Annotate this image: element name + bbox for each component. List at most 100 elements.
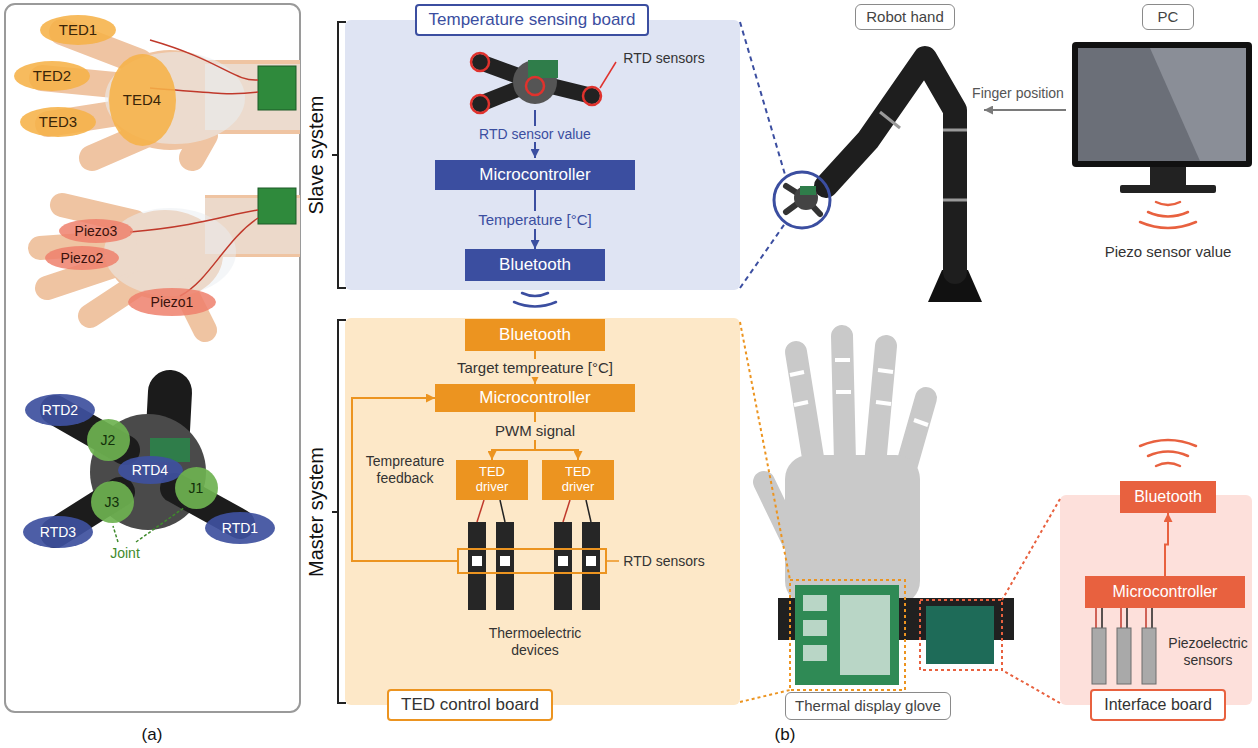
label-box: Robot hand xyxy=(855,4,955,30)
gripper-rtd-photo xyxy=(471,53,601,113)
thermal-display-glove xyxy=(794,402,808,405)
glove-photo-ted xyxy=(205,64,300,130)
thermal-display-glove xyxy=(790,360,928,425)
thermoelectric-devices xyxy=(458,549,606,573)
arrow-connector xyxy=(1165,513,1168,576)
zoom-line xyxy=(1002,499,1060,600)
thermoelectric-devices xyxy=(558,556,568,566)
marker-text: TED2 xyxy=(33,67,71,85)
box-text: Microcontroller xyxy=(1113,582,1218,601)
thermal-display-glove xyxy=(875,346,886,465)
panel-fill xyxy=(345,318,740,705)
signal-label: RTD sensor value xyxy=(475,126,595,143)
box-text: Bluetooth xyxy=(1134,487,1202,506)
box-text: TED driver xyxy=(552,465,604,495)
gripper-rtd-photo xyxy=(583,87,601,105)
edge-label: Temperature [°C] xyxy=(474,211,596,229)
rtd-marker: RTD2 xyxy=(25,394,95,426)
panel-letter: (a) xyxy=(142,725,163,745)
gripper-rtd-photo xyxy=(526,77,544,95)
thermal-display-glove xyxy=(764,336,1014,690)
wireless-signal xyxy=(514,302,556,307)
part-label: Piezoelectric sensors xyxy=(1163,635,1253,669)
robot-arm-photo xyxy=(800,186,816,195)
marker-text: RTD4 xyxy=(132,462,168,479)
panel-heading: TED control board xyxy=(387,689,553,721)
edge-label: Target tempreature [°C] xyxy=(453,359,617,377)
thermal-display-glove xyxy=(803,645,827,661)
box-text: Bluetooth xyxy=(499,255,571,275)
edge-label: PWM signal xyxy=(491,422,579,440)
thermal-display-glove xyxy=(790,372,804,375)
piezoelectric-sensors xyxy=(1092,628,1106,684)
glove-photo-ted xyxy=(42,32,300,158)
thermoelectric-devices xyxy=(477,500,484,522)
piezoelectric-sensors xyxy=(1092,608,1156,684)
glove-photo-ted xyxy=(258,66,296,110)
bracket xyxy=(332,22,346,288)
marker-text: Piezo3 xyxy=(75,223,118,240)
monitor-icon xyxy=(1072,42,1252,167)
bluetooth-box: Bluetooth xyxy=(465,319,605,351)
wireless-signal xyxy=(514,293,556,307)
thermoelectric-devices xyxy=(477,500,591,522)
thermoelectric-devices xyxy=(496,522,514,610)
robot-arm-photo xyxy=(774,58,982,302)
thermal-display-glove xyxy=(840,595,890,675)
robot-arm-photo xyxy=(880,112,900,128)
thermal-display-glove xyxy=(803,595,827,611)
zoom-line xyxy=(740,322,1060,703)
monitor-icon xyxy=(1150,48,1246,161)
board-panel: Interface boardBluetoothMicrocontroller xyxy=(1060,495,1252,705)
piezo-marker: Piezo1 xyxy=(128,288,216,316)
marker-text: TED4 xyxy=(123,91,161,109)
piezo-marker: Piezo3 xyxy=(59,219,133,243)
driver-box: TED driver xyxy=(542,460,614,500)
glove-photo-ted xyxy=(205,60,300,134)
piezoelectric-sensors xyxy=(1095,608,1097,628)
thermoelectric-devices xyxy=(472,556,596,566)
marker-text: J2 xyxy=(101,432,116,449)
robot-arm-photo xyxy=(943,199,967,202)
thermoelectric-devices xyxy=(582,522,600,610)
panel-fill xyxy=(345,20,740,290)
ted-marker: TED1 xyxy=(40,15,116,45)
thermal-display-glove xyxy=(842,336,845,462)
wireless-signal xyxy=(1148,452,1188,457)
thermal-display-glove xyxy=(835,358,850,362)
robot-arm-photo xyxy=(786,186,820,214)
thermoelectric-devices xyxy=(586,556,596,566)
thermal-display-glove xyxy=(790,580,905,690)
wireless-signal xyxy=(1156,463,1180,466)
zoom-line xyxy=(740,22,786,178)
marker-text: RTD3 xyxy=(40,524,76,541)
robot-arm-photo xyxy=(774,172,830,228)
bracket xyxy=(332,22,346,703)
joint-leader xyxy=(113,526,118,542)
panel-heading: Temperature sensing board xyxy=(415,4,650,36)
wireless-signal xyxy=(1140,440,1196,446)
thermal-display-glove xyxy=(803,620,827,636)
thermoelectric-devices xyxy=(500,500,505,522)
label-box: Thermal display glove xyxy=(785,692,951,720)
monitor-icon xyxy=(1078,48,1246,161)
box-text: Microcontroller xyxy=(479,388,590,408)
marker-text: TED1 xyxy=(59,21,97,39)
ted-marker: TED2 xyxy=(14,61,90,91)
piezoelectric-sensors xyxy=(1126,608,1128,628)
microcontroller-box: Microcontroller xyxy=(1085,576,1245,608)
marker-text: RTD1 xyxy=(222,520,258,537)
joint-marker: J2 xyxy=(87,419,130,461)
panel-letter: (b) xyxy=(775,725,796,745)
signal-label: Tempreature feedback xyxy=(361,453,449,487)
robot-arm-photo xyxy=(943,129,967,132)
zoom-line xyxy=(740,322,790,580)
thermal-display-glove xyxy=(796,352,815,470)
box-text: TED driver xyxy=(466,465,518,495)
panel-heading: Interface board xyxy=(1090,689,1226,721)
thermal-display-glove xyxy=(926,606,994,664)
label-box: PC xyxy=(1142,4,1194,30)
thermal-display-glove xyxy=(920,600,1002,670)
signal-label: Piezo sensor value xyxy=(1105,243,1232,261)
